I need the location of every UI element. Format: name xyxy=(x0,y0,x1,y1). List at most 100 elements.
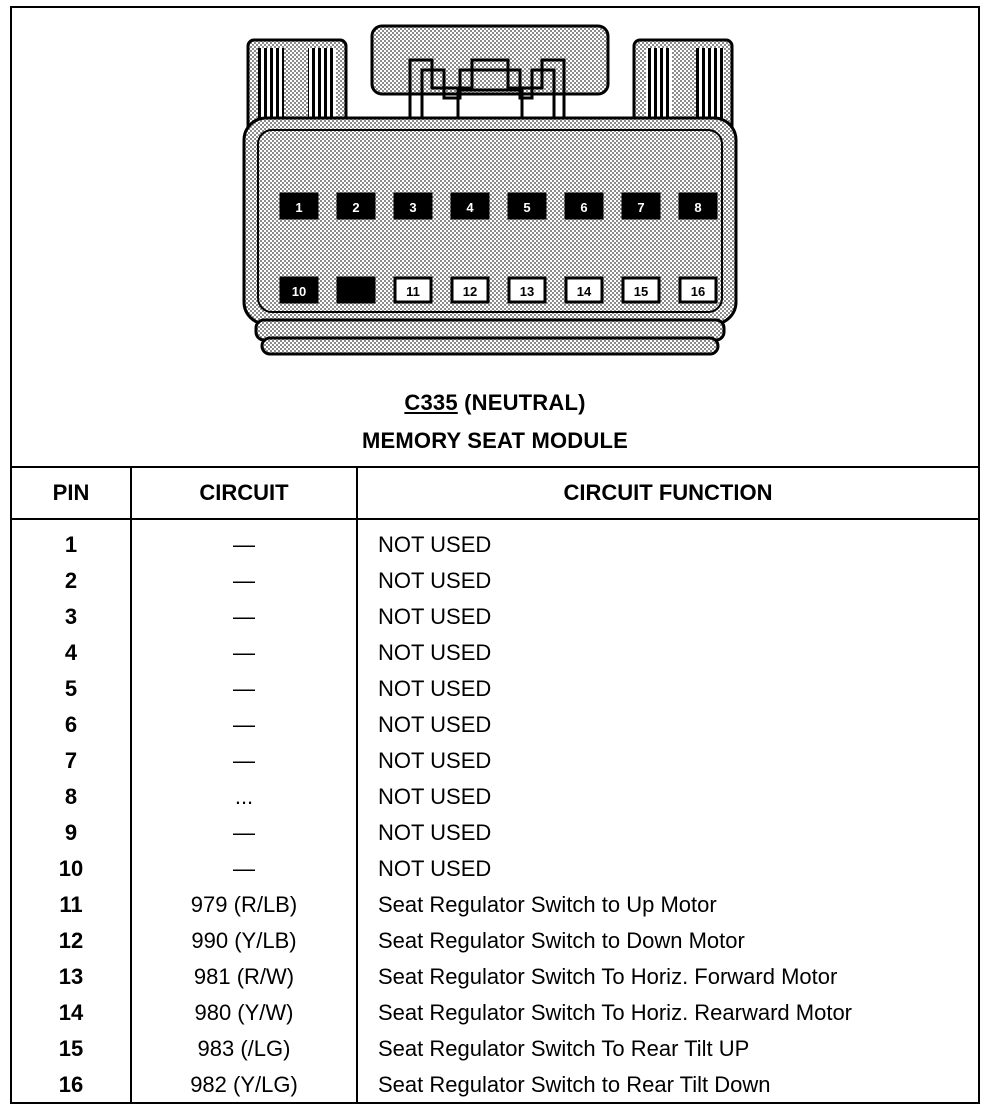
circuit-cell: — xyxy=(233,856,255,881)
pin-cell: 13 xyxy=(58,964,84,989)
pin-cell: 12 xyxy=(58,928,84,953)
pin-cavity-box xyxy=(678,192,718,220)
table-row: 9 — NOT USED xyxy=(12,820,978,856)
pin-cell: 10 xyxy=(58,856,84,881)
pin-cavity-box xyxy=(564,192,604,220)
header-pin: PIN xyxy=(52,480,90,505)
connector-id: C335 xyxy=(404,390,458,415)
pin-cell: 16 xyxy=(58,1072,84,1097)
column-divider-1 xyxy=(130,468,132,1104)
header-circuit: CIRCUIT xyxy=(199,480,289,505)
table-row: 6—NOT USED xyxy=(12,712,978,748)
pin-cell: 2 xyxy=(64,568,78,593)
pin-cavity: 8 xyxy=(678,192,718,220)
pin-cavity: 15 xyxy=(621,276,661,304)
column-divider-2 xyxy=(356,468,358,1104)
table-row: 16 982 (Y/LG) Seat Regulator Switch to Rea… xyxy=(12,1072,978,1108)
pin-number-label: 12 xyxy=(463,284,477,299)
pin-number-label: 14 xyxy=(577,284,592,299)
table-row: 2—NOT USED xyxy=(12,568,978,604)
function-cell: NOT USED xyxy=(378,712,492,737)
function-cell: NOT USED xyxy=(378,676,492,701)
header-circuit-function: CIRCUIT FUNCTION xyxy=(563,480,773,505)
pin-cavity-box xyxy=(450,192,490,220)
pin-cell: 11 xyxy=(59,892,83,917)
function-cell: Seat Regulator Switch To Horiz. Forward … xyxy=(378,964,838,989)
circuit-cell: 979 (R/LB) xyxy=(190,892,298,917)
function-cell: NOT USED xyxy=(378,604,492,629)
pin-number-label: 1 xyxy=(295,200,302,215)
connector-color: (NEUTRAL) xyxy=(464,390,586,415)
pin-cavity: 11 xyxy=(393,276,433,304)
pin-cavity-box xyxy=(393,192,433,220)
module-name: MEMORY SEAT MODULE xyxy=(362,428,628,453)
pin-number-label: 16 xyxy=(691,284,705,299)
pin-cavity: 13 xyxy=(507,276,547,304)
pin-cell: 8 xyxy=(64,784,78,809)
pin-cell: 3 xyxy=(64,604,78,629)
function-cell: NOT USED xyxy=(378,820,492,845)
circuit-cell: 982 (Y/LG) xyxy=(190,1072,298,1097)
function-cell: NOT USED xyxy=(378,640,492,665)
pin-cell: 1 xyxy=(64,532,78,557)
circuit-cell: — xyxy=(233,820,255,845)
circuit-cell: — xyxy=(233,604,255,629)
pin-cell: 4 xyxy=(64,640,78,665)
pin-cavity-box xyxy=(621,192,661,220)
pin-cavity: 5 xyxy=(507,192,547,220)
function-cell: NOT USED xyxy=(378,748,492,773)
pin-cell: 15 xyxy=(58,1036,84,1061)
header-divider xyxy=(12,518,978,520)
pin-number-label: 15 xyxy=(634,284,648,299)
pin-cell: 9 xyxy=(64,820,78,845)
pin-cavity: 7 xyxy=(621,192,661,220)
table-row: 12 990 (Y/LB) Seat Regulator Switch to Dow… xyxy=(12,928,978,964)
circuit-cell: 990 (Y/LB) xyxy=(191,928,297,953)
pin-cavity: 4 xyxy=(450,192,490,220)
function-cell: NOT USED xyxy=(378,856,492,881)
table-row: 13 981 (R/W) Seat Regulator Switch To Hori… xyxy=(12,964,978,1000)
pin-cavity: 3 xyxy=(393,192,433,220)
pin-cavity-box xyxy=(507,192,547,220)
pin-cavity-box xyxy=(279,276,319,304)
pin-cavity xyxy=(336,276,376,304)
pin-cavity: 10 xyxy=(279,276,319,304)
pin-number-label: 4 xyxy=(466,200,474,215)
divider-top xyxy=(12,466,978,468)
circuit-cell: — xyxy=(233,640,255,665)
pin-cavity-box xyxy=(507,276,547,304)
pin-number-label: 7 xyxy=(637,200,644,215)
pin-cell: 5 xyxy=(64,676,78,701)
circuit-cell: — xyxy=(233,568,255,593)
circuit-cell: 981 (R/W) xyxy=(193,964,295,989)
connector-title: C335 (NEUTRAL) xyxy=(12,390,978,416)
function-cell: NOT USED xyxy=(378,784,492,809)
pin-cavity-box xyxy=(450,276,490,304)
pin-cavity-box xyxy=(678,276,718,304)
circuit-cell: — xyxy=(233,532,255,557)
circuit-cell: 983 (/LG) xyxy=(197,1036,291,1061)
left-latch-tab xyxy=(246,38,348,142)
top-lock-key xyxy=(370,24,610,138)
function-cell: Seat Regulator Switch to Rear Tilt Down xyxy=(378,1072,771,1097)
table-row: 10 — NOT USED xyxy=(12,856,978,892)
table-row: 3 — NOT USED xyxy=(12,604,978,640)
pin-cavity: 6 xyxy=(564,192,604,220)
circuit-cell: ... xyxy=(234,784,254,809)
pin-number-label: 2 xyxy=(352,200,359,215)
pin-cavity-box xyxy=(336,192,376,220)
pin-cavity: 12 xyxy=(450,276,490,304)
pin-cavity-box xyxy=(393,276,433,304)
function-cell: Seat Regulator Switch To Horiz. Rearward… xyxy=(378,1000,853,1025)
table-row: 8... NOT USED xyxy=(12,784,978,820)
pin-cavity: 16 xyxy=(678,276,718,304)
pin-cell: 14 xyxy=(58,1000,84,1025)
function-cell: Seat Regulator Switch to Down Motor xyxy=(378,928,745,953)
table-row: 1—NOT USED xyxy=(12,532,978,568)
table-row: 7—NOT USED xyxy=(12,748,978,784)
pin-number-label: 3 xyxy=(409,200,416,215)
